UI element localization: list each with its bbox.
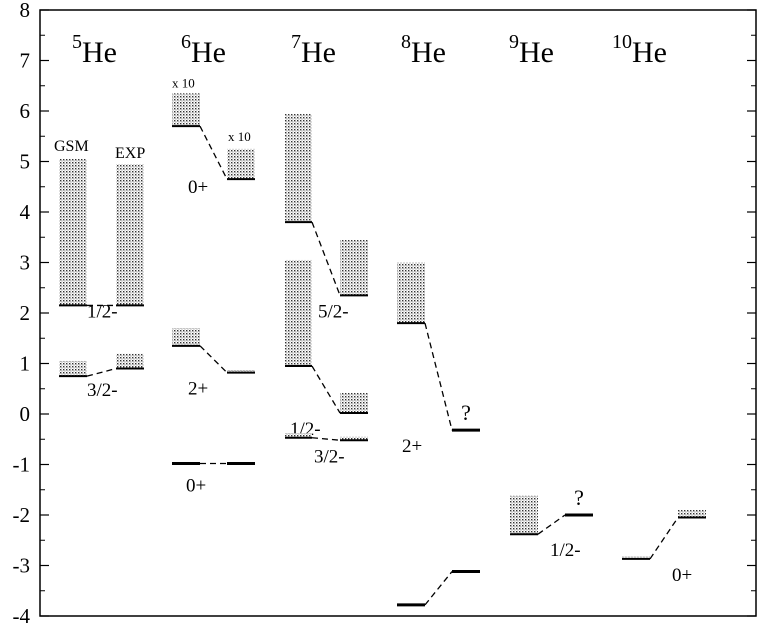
column-labels: GSM EXP [54, 138, 145, 162]
gsm-width-bar [510, 495, 538, 535]
connector-line [199, 125, 228, 180]
element-symbol: He [301, 36, 336, 69]
exp-column-label: EXP [115, 145, 145, 162]
state-label: 1/2- [550, 540, 581, 561]
y-tick-label: -3 [13, 554, 31, 578]
exp-width-bar [678, 509, 706, 518]
gsm-width-bar [397, 262, 425, 324]
state-label: 1/2- [87, 301, 118, 322]
y-tick-label: 5 [20, 150, 31, 174]
mass-number: 7 [291, 31, 301, 53]
state-label: 0+ [186, 475, 206, 496]
y-tick-label: 7 [20, 49, 31, 73]
y-tick-label: 1 [20, 352, 31, 376]
levels-layer: 1/2- 3/2- 0+ x 10 x 10 2+ 0+ 5/2- 1/2- 3/2- 2+? 0+ 1… [59, 75, 706, 627]
state-label: 3/2- [314, 446, 345, 467]
y-tick-label: 0 [20, 402, 31, 426]
element-symbol: He [632, 36, 667, 69]
mass-number: 6 [181, 31, 191, 53]
gsm-width-bar [172, 328, 200, 346]
y-tick-label: 2 [20, 301, 31, 325]
element-symbol: He [191, 36, 226, 69]
gsm-width-bar [622, 556, 650, 559]
state-label: 0+ [188, 177, 208, 198]
exp-width-bar [227, 370, 255, 373]
gsm-width-bar [59, 360, 87, 377]
exp-width-bar [116, 164, 144, 306]
state-6He-2: 0+ [172, 461, 255, 496]
state-5He-1: 3/2- [59, 353, 144, 401]
element-symbol: He [82, 36, 117, 69]
y-tick-label: -2 [13, 503, 31, 527]
gsm-width-bar [172, 93, 200, 127]
state-5He-0: 1/2- [59, 158, 144, 322]
connector-line [311, 365, 341, 414]
isotope-header-8He: 8He [401, 31, 446, 69]
isotope-header-5He: 5He [72, 31, 117, 69]
y-tick-label: 4 [20, 200, 31, 224]
state-9He-0: 1/2-? [510, 485, 593, 561]
state-6He-0: 0+ x 10 x 10 [172, 75, 255, 198]
state-label: 3/2- [87, 380, 118, 401]
connector-line [311, 221, 341, 296]
connector-line [311, 437, 341, 441]
y-tick-label: -1 [13, 453, 31, 477]
element-symbol: He [411, 36, 446, 69]
gsm-column-label: GSM [54, 138, 89, 155]
state-8He-0: 2+? [397, 262, 480, 457]
gsm-width-bar [285, 259, 312, 367]
gsm-width-bar [59, 158, 87, 306]
state-8He-1: 0+ [397, 570, 480, 627]
connector-line [86, 367, 117, 377]
exp-width-bar [227, 148, 255, 180]
exp-scale-note: x 10 [228, 129, 251, 144]
unknown-marker: ? [461, 400, 471, 425]
unknown-marker: ? [574, 485, 584, 510]
connector-line [424, 322, 453, 431]
y-tick-label: 8 [20, 0, 31, 22]
isotope-header-10He: 10He [612, 31, 667, 69]
connector-line [649, 517, 679, 560]
state-label: 0+ [672, 565, 692, 586]
y-tick-label: 3 [20, 251, 31, 275]
state-label: 2+ [402, 436, 422, 457]
y-axis: -4 -3 -2 -1 0 1 2 3 4 5 6 7 8 [13, 0, 756, 627]
isotope-header-6He: 6He [181, 31, 226, 69]
state-7He-2: 3/2- [285, 433, 368, 467]
y-tick-label: 6 [20, 99, 31, 123]
mass-number: 10 [612, 31, 632, 53]
state-label: 2+ [188, 379, 208, 400]
exp-width-bar [116, 353, 144, 369]
gsm-width-bar [285, 433, 312, 438]
gsm-width-bar [285, 113, 312, 223]
state-label: 0+ [442, 625, 462, 627]
isotope-header-9He: 9He [509, 31, 554, 69]
connector-line [199, 345, 228, 374]
mass-number: 8 [401, 31, 411, 53]
exp-width-bar [340, 436, 368, 441]
y-tick-label: -4 [13, 604, 31, 627]
mass-number: 9 [509, 31, 519, 53]
isotope-header-7He: 7He [291, 31, 336, 69]
state-6He-1: 2+ [172, 328, 255, 400]
connector-line [537, 514, 566, 535]
state-10He-0: 0+ [622, 509, 706, 586]
connector-line [424, 571, 453, 606]
state-label: 5/2- [318, 301, 349, 322]
element-symbol: He [519, 36, 554, 69]
gsm-scale-note: x 10 [172, 75, 195, 90]
state-7He-0: 5/2- [285, 113, 368, 322]
exp-width-bar [340, 392, 368, 413]
mass-number: 5 [72, 31, 82, 53]
exp-width-bar [340, 239, 368, 296]
